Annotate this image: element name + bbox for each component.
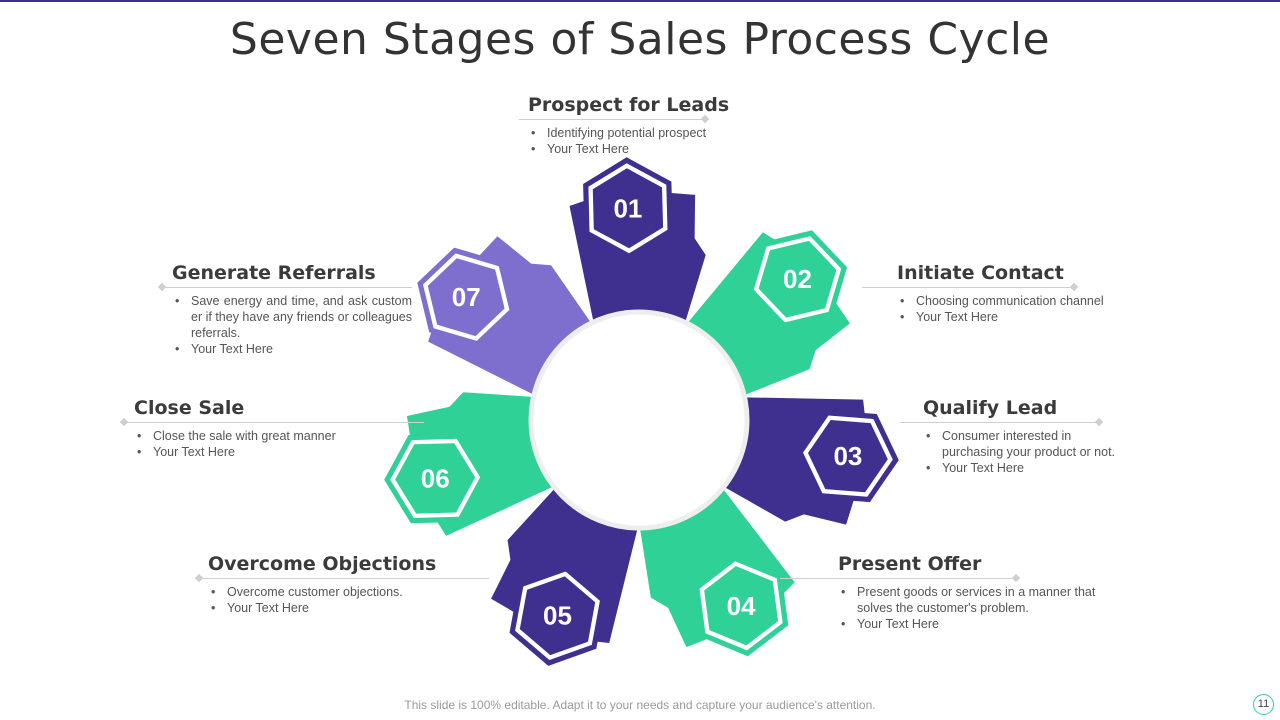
bullet-item: Identifying potential prospect (528, 125, 748, 141)
stage-04-text: Present Offer Present goods or services … (780, 552, 1120, 632)
stage-04-badge: 04 (694, 555, 789, 657)
hexagon-inner (704, 566, 779, 646)
bullet-item: Choosing communication channel (897, 293, 1122, 309)
stage-number: 06 (421, 463, 450, 493)
stage-07-text: Generate Referrals Save energy and time,… (157, 261, 422, 357)
stage-07-badge: 07 (417, 247, 516, 347)
stage-number: 05 (543, 601, 572, 631)
stage-number: 03 (833, 441, 862, 471)
stage-02-text: Initiate Contact Choosing communication … (862, 261, 1122, 325)
hexagon-inner (519, 576, 596, 656)
stage-number: 02 (783, 264, 812, 294)
stage-03-text: Qualify Lead Consumer interested in purc… (900, 396, 1140, 476)
bullet-item: Your Text Here (923, 460, 1128, 476)
stage-divider (900, 417, 1104, 427)
stage-title: Prospect for Leads (528, 94, 730, 116)
stage-bullets: Save energy and time, and ask customer i… (162, 293, 412, 357)
bullet-item: Your Text Here (134, 444, 374, 460)
slide-title: Seven Stages of Sales Process Cycle (229, 14, 1051, 65)
footer-note: This slide is 100% editable. Adapt it to… (404, 698, 876, 712)
stage-title: Present Offer (838, 553, 982, 575)
bullet-item: Your Text Here (208, 600, 468, 616)
stage-title: Overcome Objections (208, 553, 437, 575)
bullet-item: Present goods or services in a manner th… (838, 584, 1113, 616)
hexagon-inner (592, 168, 664, 249)
stage-bullets: Identifying potential prospect Your Text… (519, 125, 748, 157)
bullet-item: Close the sale with great manner (134, 428, 374, 444)
stage-divider (119, 417, 424, 427)
bullet-item: Save energy and time, and ask customer i… (172, 293, 412, 341)
bullet-item: Consumer interested in purchasing your p… (923, 428, 1128, 460)
stage-05-text: Overcome Objections Overcome customer ob… (194, 552, 499, 616)
stage-01-badge: 01 (583, 157, 673, 260)
bullet-item: Overcome customer objections. (208, 584, 468, 600)
stage-bullets: Choosing communication channel Your Text… (862, 293, 1122, 325)
stage-06-badge: 06 (384, 433, 487, 524)
stage-number: 04 (727, 591, 756, 621)
stage-03-badge: 03 (797, 410, 899, 503)
bullet-item: Your Text Here (172, 341, 412, 357)
stage-02-badge: 02 (747, 230, 848, 329)
stage-divider (862, 282, 1079, 292)
stage-divider (194, 573, 489, 583)
stage-bullets: Consumer interested in purchasing your p… (900, 428, 1128, 476)
hexagon-inner (808, 420, 888, 493)
stage-divider (780, 573, 1021, 583)
stage-divider (519, 114, 710, 124)
bullet-item: Your Text Here (838, 616, 1113, 632)
bullet-item: Your Text Here (528, 141, 748, 157)
top-accent-rule (0, 0, 1280, 2)
stage-number: 07 (452, 282, 481, 312)
stage-05-badge: 05 (509, 565, 606, 666)
bullet-item: Your Text Here (897, 309, 1122, 325)
stage-number: 01 (613, 193, 642, 223)
stage-01-text: Prospect for Leads Identifying potential… (519, 93, 739, 157)
stage-title: Qualify Lead (923, 397, 1058, 419)
stage-bullets: Close the sale with great manner Your Te… (124, 428, 374, 460)
hexagon-inner (758, 240, 837, 318)
stage-06-text: Close Sale Close the sale with great man… (119, 396, 424, 460)
stage-divider (157, 282, 412, 292)
hexagon-inner (427, 258, 505, 337)
stage-title: Close Sale (134, 397, 245, 419)
center-circle (528, 309, 750, 531)
stage-title: Generate Referrals (172, 262, 376, 284)
page-number: 11 (1253, 694, 1274, 715)
hexagon-inner (395, 443, 476, 514)
stage-bullets: Present goods or services in a manner th… (780, 584, 1113, 632)
stage-bullets: Overcome customer objections. Your Text … (199, 584, 468, 616)
stage-title: Initiate Contact (897, 262, 1064, 284)
